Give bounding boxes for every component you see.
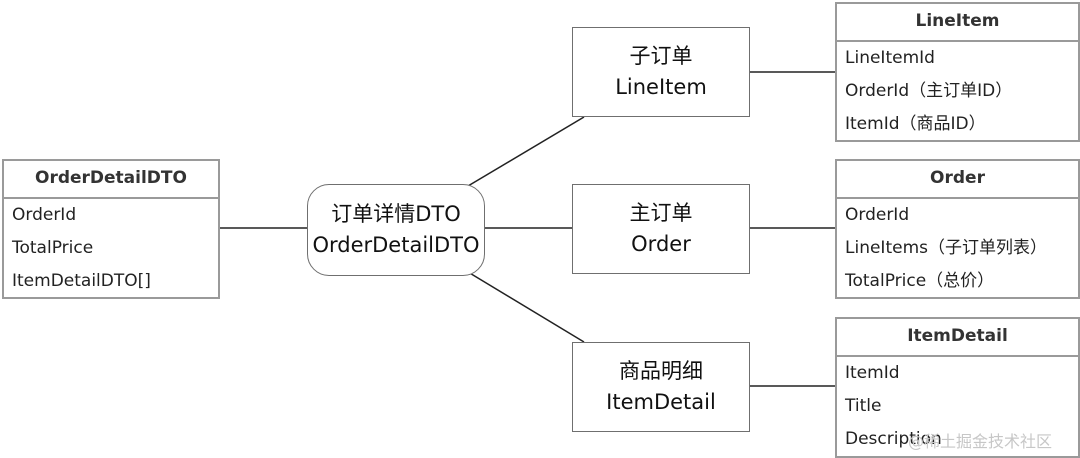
- entity-lineitem: LineItem LineItemId OrderId（主订单ID） ItemI…: [835, 2, 1080, 142]
- entity-field: LineItemId: [845, 48, 935, 68]
- node-itemdetail: 商品明细 ItemDetail: [572, 342, 750, 432]
- node-label-cn: 商品明细: [619, 359, 703, 383]
- entity-title: Order: [837, 161, 1078, 199]
- node-order-detail-dto: 订单详情DTO OrderDetailDTO: [307, 184, 485, 276]
- entity-order: Order OrderId LineItems（子订单列表） TotalPric…: [835, 159, 1080, 299]
- entity-field: Description: [845, 429, 942, 449]
- entity-field: LineItems（子订单列表）: [845, 238, 1047, 258]
- entity-field: TotalPrice: [12, 238, 94, 258]
- entity-field: ItemId（商品ID）: [845, 114, 986, 134]
- entity-itemdetail: ItemDetail ItemId Title Description: [835, 317, 1080, 458]
- edge-center-to-itemdetail: [467, 271, 585, 343]
- entity-orderdetaildto: OrderDetailDTO OrderId TotalPrice ItemDe…: [2, 159, 220, 299]
- node-label-cn: 主订单: [629, 201, 693, 225]
- node-order: 主订单 Order: [572, 184, 750, 274]
- node-lineitem: 子订单 LineItem: [572, 27, 750, 117]
- entity-title: OrderDetailDTO: [4, 161, 218, 199]
- edge-center-to-lineitem: [467, 116, 585, 187]
- node-label-en: ItemDetail: [606, 390, 716, 414]
- node-label-cn: 子订单: [629, 44, 693, 68]
- entity-field: OrderId（主订单ID）: [845, 81, 1013, 101]
- node-label-en: Order: [631, 232, 691, 256]
- entity-field: OrderId: [12, 205, 77, 225]
- entity-field: Title: [845, 396, 882, 416]
- node-label-cn: 订单详情DTO: [331, 202, 461, 226]
- entity-field: TotalPrice（总价）: [845, 271, 995, 291]
- watermark: @稀土掘金技术社区: [908, 432, 1053, 451]
- node-label-en: OrderDetailDTO: [312, 233, 480, 257]
- entity-title: ItemDetail: [837, 319, 1078, 357]
- entity-field: ItemDetailDTO[]: [12, 271, 151, 291]
- entity-field: OrderId: [845, 205, 910, 225]
- node-label-en: LineItem: [615, 75, 707, 99]
- entity-title: LineItem: [837, 4, 1078, 42]
- entity-field: ItemId: [845, 363, 900, 383]
